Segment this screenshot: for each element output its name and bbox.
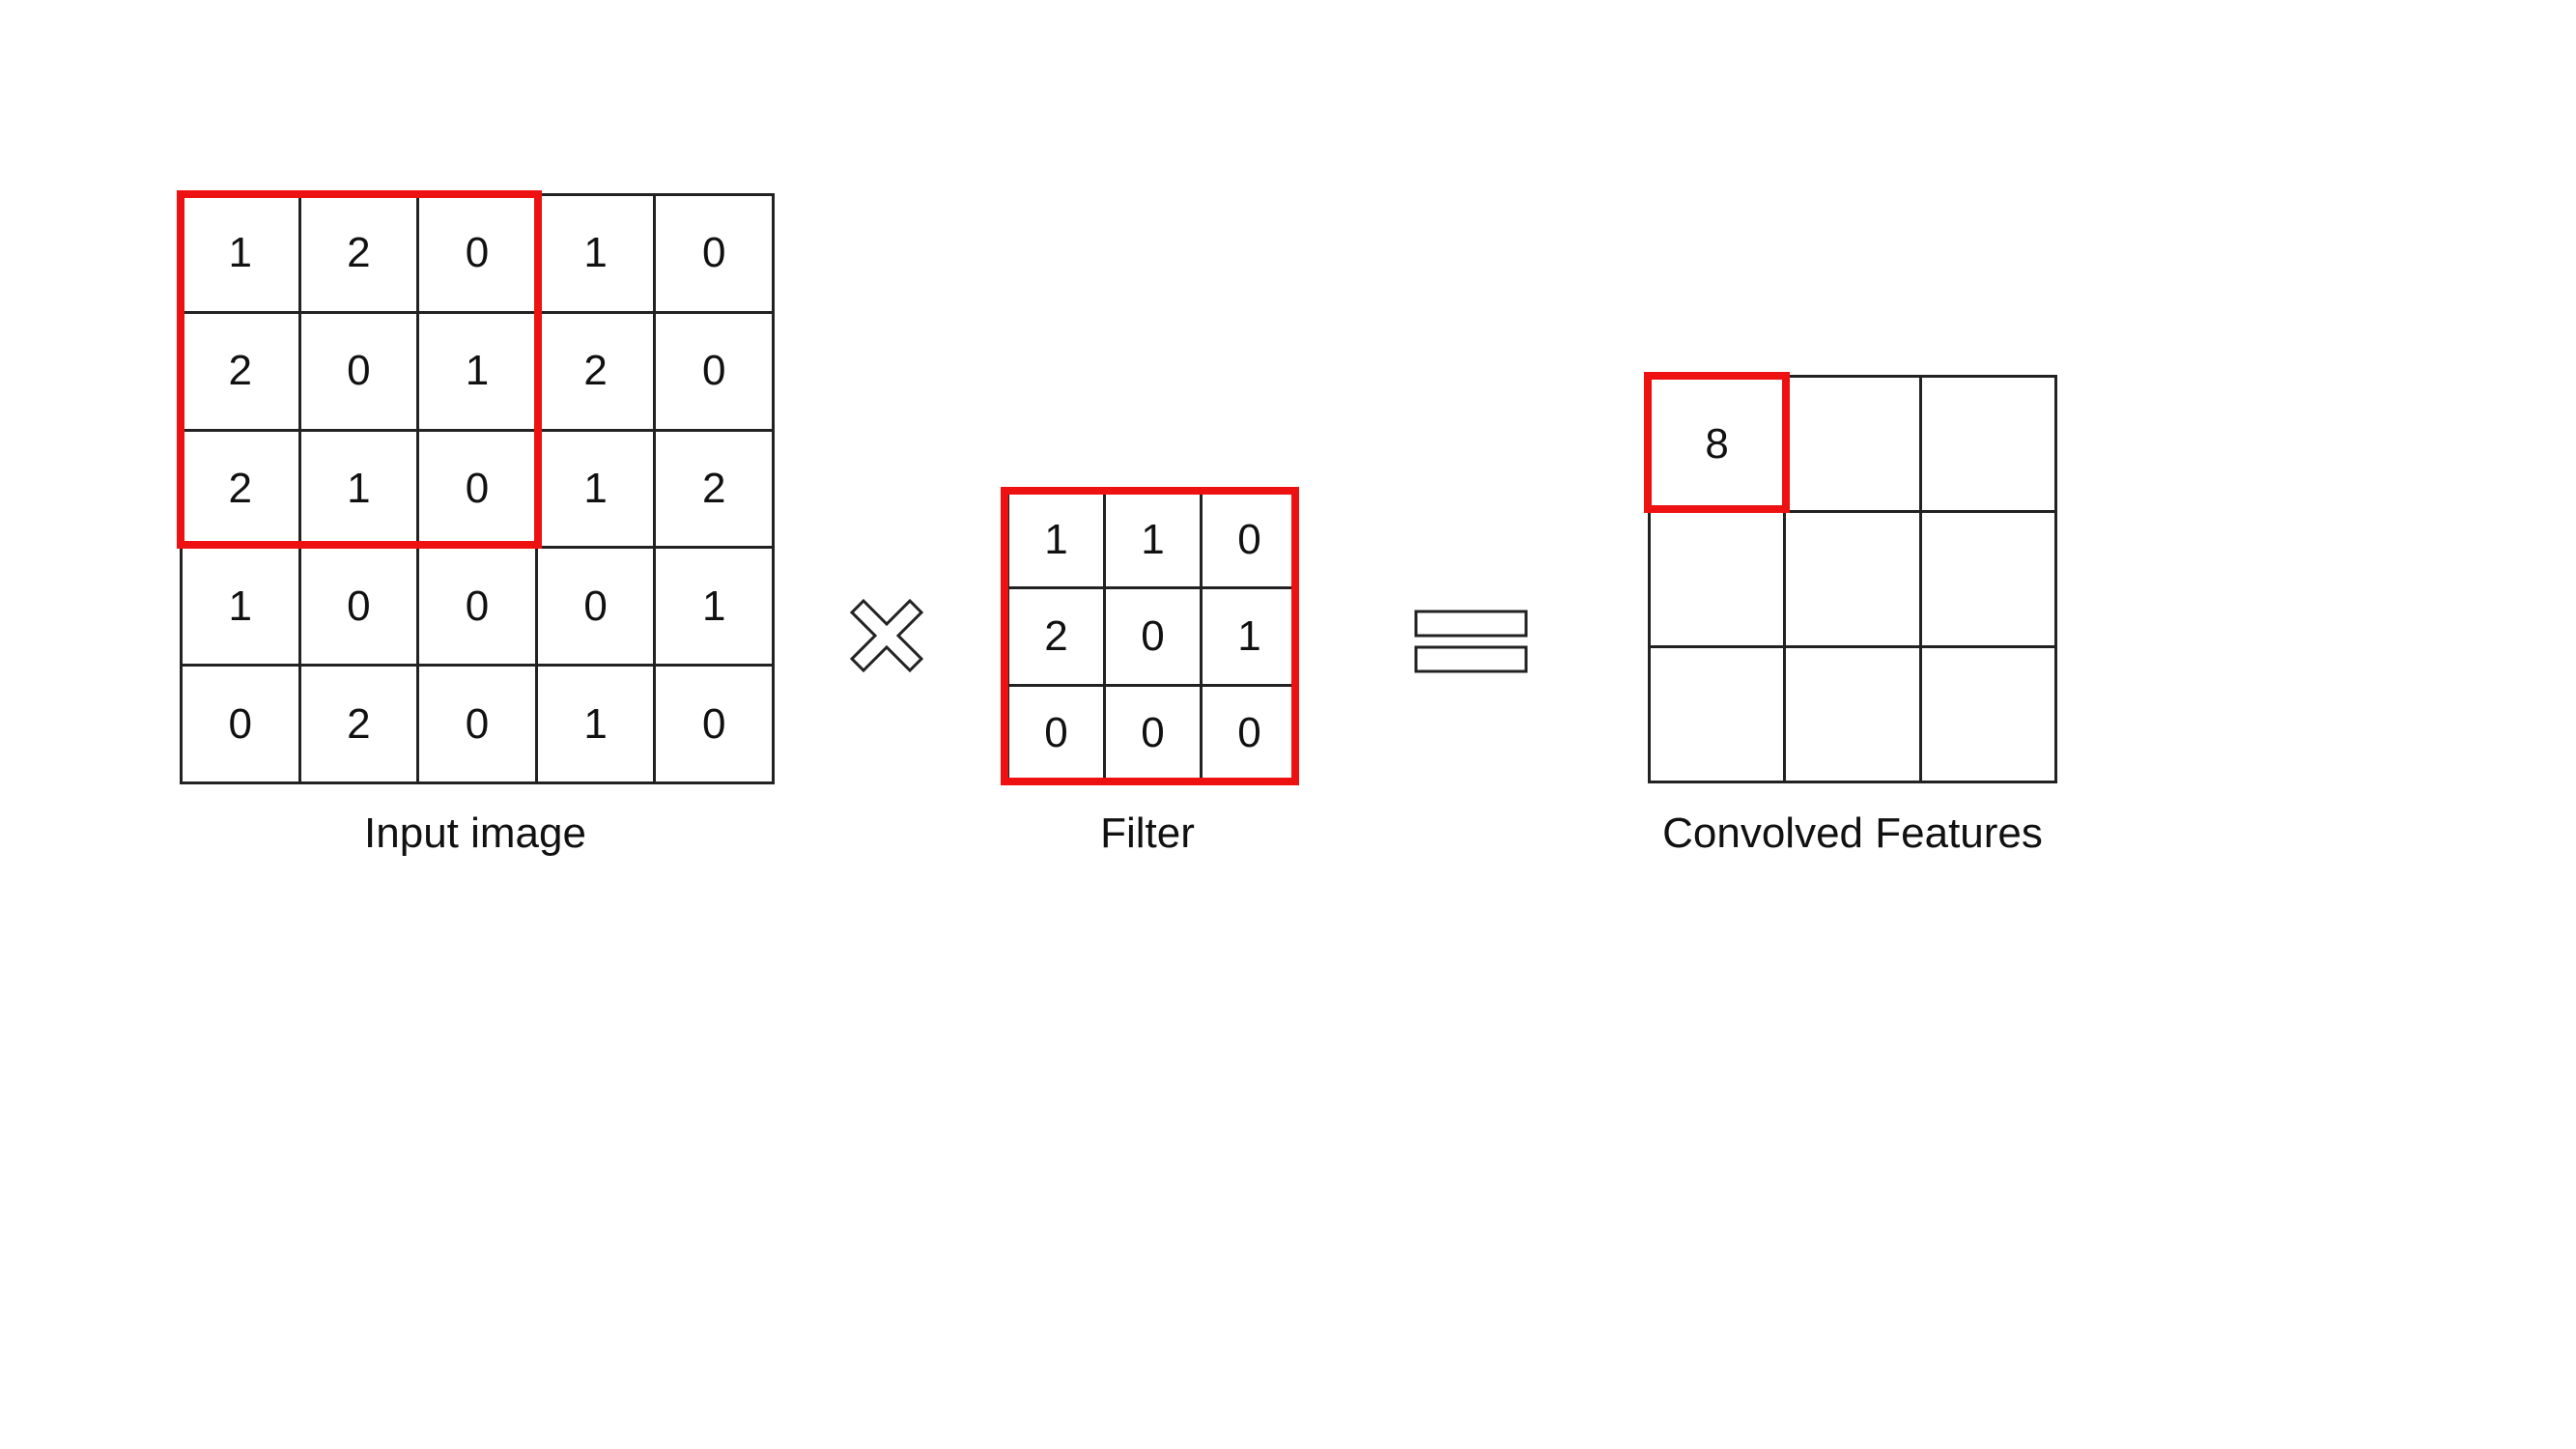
equals-icon [1414,607,1530,679]
filter-cell: 1 [1203,589,1299,687]
input-cell: 1 [537,667,657,784]
input-cell: 0 [537,549,657,668]
times-icon [849,598,924,677]
input-cell: 0 [419,549,538,668]
filter-cell: 0 [1009,686,1106,783]
input-cell: 1 [656,549,775,668]
convolved-features-grid: 8 [1648,375,2057,783]
input-cell: 1 [183,196,301,314]
filter-cell: 1 [1106,493,1203,590]
filter-cell: 2 [1009,589,1106,687]
output-cell [1921,513,2057,648]
output-cell [1921,378,2057,513]
input-cell: 2 [537,313,657,432]
filter-cell: 1 [1009,493,1106,590]
input-cell: 0 [419,431,538,550]
input-cell: 1 [300,431,420,550]
input-cell: 1 [419,313,538,432]
input-cell: 0 [656,313,775,432]
input-cell: 1 [183,549,301,668]
input-cell: 0 [300,549,420,668]
input-cell: 1 [537,431,657,550]
output-cell: 8 [1651,378,1787,513]
input-image-caption: Input image [364,810,586,857]
input-image-grid: 1 2 0 1 0 2 0 1 2 0 2 1 0 1 2 1 0 0 0 1 … [180,193,775,784]
filter-cell: 0 [1106,589,1203,687]
output-cell [1786,513,1922,648]
filter-cell: 0 [1203,493,1299,590]
input-cell: 0 [419,196,538,314]
input-cell: 2 [183,431,301,550]
input-cell: 0 [656,196,775,314]
filter-grid: 1 1 0 2 0 1 0 0 0 [1006,490,1299,783]
output-cell [1651,513,1787,648]
input-cell: 2 [656,431,775,550]
input-cell: 0 [419,667,538,784]
output-cell [1786,378,1922,513]
output-cell [1786,648,1922,783]
output-cell [1921,648,2057,783]
convolved-features-caption: Convolved Features [1662,810,2043,857]
input-cell: 2 [300,196,420,314]
input-cell: 0 [300,313,420,432]
input-cell: 1 [537,196,657,314]
filter-caption: Filter [1100,810,1195,857]
input-cell: 0 [183,667,301,784]
input-cell: 2 [300,667,420,784]
input-cell: 0 [656,667,775,784]
filter-cell: 0 [1106,686,1203,783]
filter-cell: 0 [1203,686,1299,783]
input-cell: 2 [183,313,301,432]
output-cell [1651,648,1787,783]
